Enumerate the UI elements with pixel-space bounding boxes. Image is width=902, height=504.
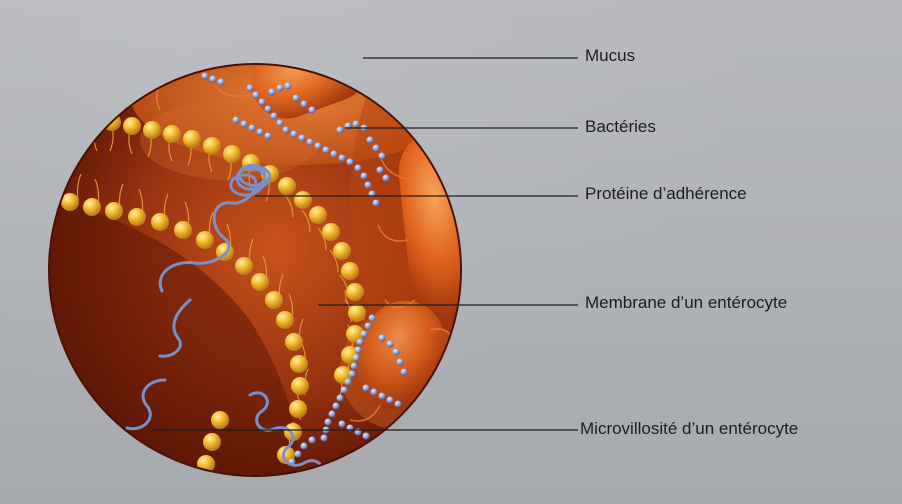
microvillosite-enterocyte-label: Microvillosité d’un entérocyte: [580, 419, 798, 439]
proteine-adherence-label: Protéine d’adhérence: [585, 184, 747, 204]
bacteries-label: Bactéries: [585, 117, 656, 137]
mucus-label: Mucus: [585, 46, 635, 66]
membrane-enterocyte-label: Membrane d’un entérocyte: [585, 293, 787, 313]
